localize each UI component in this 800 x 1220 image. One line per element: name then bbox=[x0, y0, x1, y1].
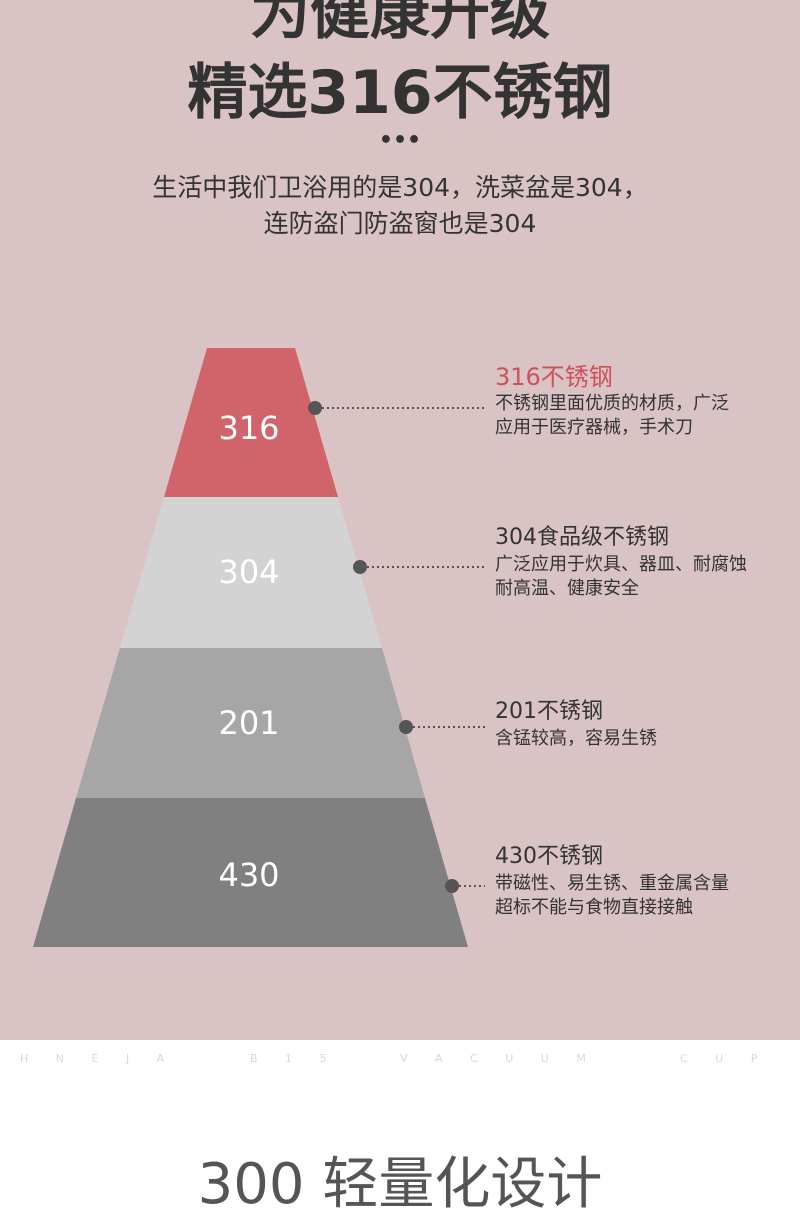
tier-label-430: 430 bbox=[218, 856, 279, 894]
grade-info-201: 201不锈钢 含锰较高，容易生锈 bbox=[495, 697, 657, 751]
tier-label-201: 201 bbox=[218, 704, 279, 742]
marker-dot-430 bbox=[445, 879, 459, 893]
brand-word: C U P bbox=[680, 1052, 770, 1065]
brand-word: V A C U U M bbox=[400, 1052, 598, 1065]
tier-304 bbox=[120, 497, 382, 648]
brand-word: B 1 5 bbox=[250, 1052, 339, 1065]
next-section-title: 300 轻量化设计 bbox=[197, 1152, 603, 1217]
grade-desc: 应用于医疗器械，手术刀 bbox=[495, 417, 693, 438]
tier-201 bbox=[76, 648, 425, 798]
marker-dot-316 bbox=[308, 401, 322, 415]
grade-title: 430不锈钢 bbox=[495, 844, 603, 869]
grade-title: 201不锈钢 bbox=[495, 699, 603, 724]
grade-desc: 超标不能与食物直接接触 bbox=[495, 897, 693, 918]
marker-dot-201 bbox=[399, 720, 413, 734]
ellipsis: ••• bbox=[378, 128, 422, 153]
title-line1: 为健康升级 bbox=[250, 0, 550, 48]
grade-title: 304食品级不锈钢 bbox=[495, 525, 669, 550]
steel-grade-pyramid: 316 304 201 430 bbox=[33, 348, 485, 947]
subtitle: 生活中我们卫浴用的是304，洗菜盆是304， 连防盗门防盗窗也是304 bbox=[0, 170, 800, 242]
tier-label-304: 304 bbox=[218, 553, 279, 591]
grade-desc: 不锈钢里面优质的材质，广泛 bbox=[495, 393, 729, 414]
grade-info-304: 304食品级不锈钢 广泛应用于炊具、器皿、耐腐蚀 耐高温、健康安全 bbox=[495, 523, 747, 601]
tier-316 bbox=[164, 348, 338, 497]
brand-word: H N E J A bbox=[20, 1052, 177, 1065]
title-line2: 精选316不锈钢 bbox=[187, 58, 613, 128]
material-section: 为健康升级 精选316不锈钢 ••• 生活中我们卫浴用的是304，洗菜盆是304… bbox=[0, 0, 800, 1040]
grade-info-430: 430不锈钢 带磁性、易生锈、重金属含量 超标不能与食物直接接触 bbox=[495, 842, 729, 920]
grade-desc: 耐高温、健康安全 bbox=[495, 578, 639, 599]
subtitle-line1: 生活中我们卫浴用的是304，洗菜盆是304， bbox=[152, 173, 648, 202]
grade-desc: 带磁性、易生锈、重金属含量 bbox=[495, 873, 729, 894]
subtitle-line2: 连防盗门防盗窗也是304 bbox=[263, 209, 537, 238]
grade-desc: 广泛应用于炊具、器皿、耐腐蚀 bbox=[495, 554, 747, 575]
marker-dot-304 bbox=[353, 560, 367, 574]
grade-info-316: 316不锈钢 不锈钢里面优质的材质，广泛 应用于医疗器械，手术刀 bbox=[495, 362, 729, 440]
tier-430 bbox=[33, 798, 468, 947]
tier-label-316: 316 bbox=[218, 409, 279, 447]
grade-desc: 含锰较高，容易生锈 bbox=[495, 728, 657, 749]
grade-title: 316不锈钢 bbox=[495, 363, 613, 391]
